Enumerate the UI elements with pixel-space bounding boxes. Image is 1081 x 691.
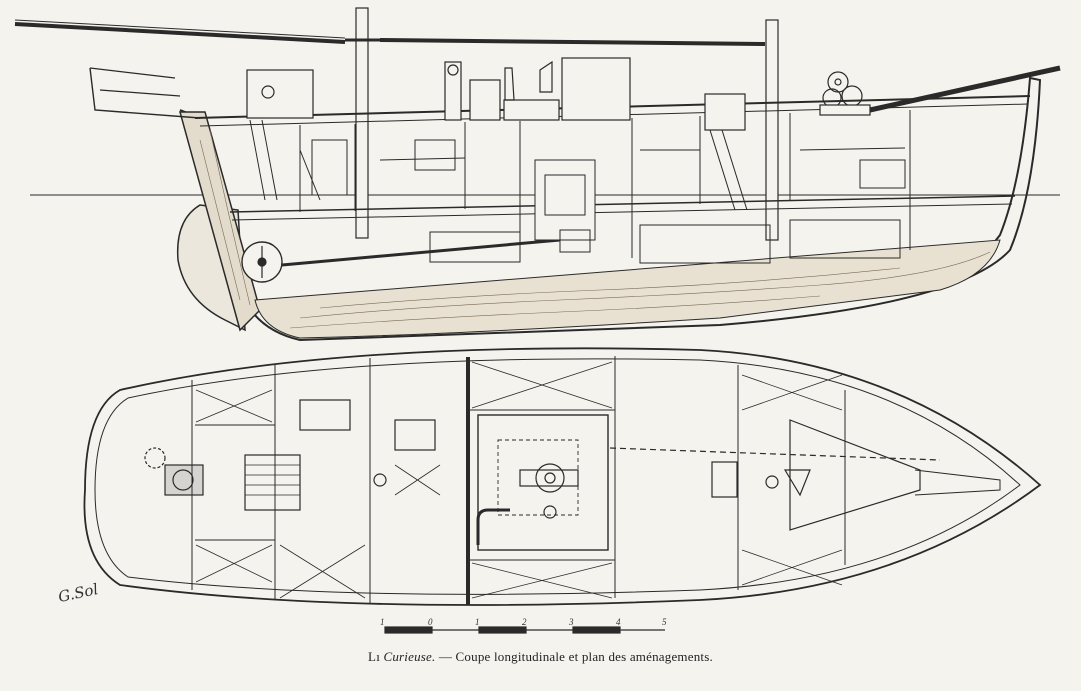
- deck-plan: [83, 347, 1042, 606]
- exhaust-pipe: [476, 508, 510, 545]
- foremast: [355, 7, 369, 239]
- scale-tick-label: 4: [616, 617, 621, 627]
- propeller-shaft: [281, 238, 561, 267]
- bulwark: [89, 67, 201, 119]
- mainmast: [765, 19, 779, 241]
- hold-tanks: [429, 219, 901, 264]
- scale-tick-label: 1: [380, 617, 385, 627]
- caption-prefix: Lı: [368, 649, 384, 664]
- scale-tick-label: 3: [568, 617, 574, 627]
- aft-hatch: [172, 469, 194, 491]
- mizzen-boom: [869, 65, 1061, 113]
- plan-hull-outline: [83, 347, 1042, 606]
- plan-shaft: [609, 447, 941, 461]
- deckhouse-mid: [469, 79, 501, 121]
- lower-deck: [229, 195, 1016, 213]
- scale-tick-label: 0: [428, 617, 433, 627]
- bowsprit: [14, 22, 346, 44]
- engine-cylinder: [535, 463, 565, 493]
- scale-tick-label: 5: [662, 617, 667, 627]
- deckhouse-aft: [246, 69, 314, 119]
- ladders: [249, 119, 748, 211]
- engine: [534, 159, 596, 253]
- funnel: [444, 61, 462, 121]
- companionway-aft: [244, 454, 301, 511]
- figure-caption: Lı Curieuse. — Coupe longitudinale et pl…: [0, 649, 1081, 665]
- longitudinal-section: [14, 7, 1061, 342]
- skylight: [561, 57, 631, 121]
- cross-bays: [195, 361, 843, 599]
- caption-description: — Coupe longitudinale et plan des aménag…: [435, 649, 713, 664]
- deckhouse-fore: [704, 93, 746, 131]
- scale-bar: 1 0 1 2 3 4 5: [380, 617, 667, 634]
- winch: [819, 71, 871, 116]
- scale-tick-label: 1: [475, 617, 480, 627]
- scale-tick-label: 2: [522, 617, 527, 627]
- ship-name: Curieuse.: [383, 649, 436, 664]
- main-boom: [379, 38, 766, 46]
- engine-room: [477, 414, 609, 551]
- forepeak: [789, 419, 921, 531]
- bulkheads: [299, 110, 911, 258]
- wood-grain: [199, 129, 991, 329]
